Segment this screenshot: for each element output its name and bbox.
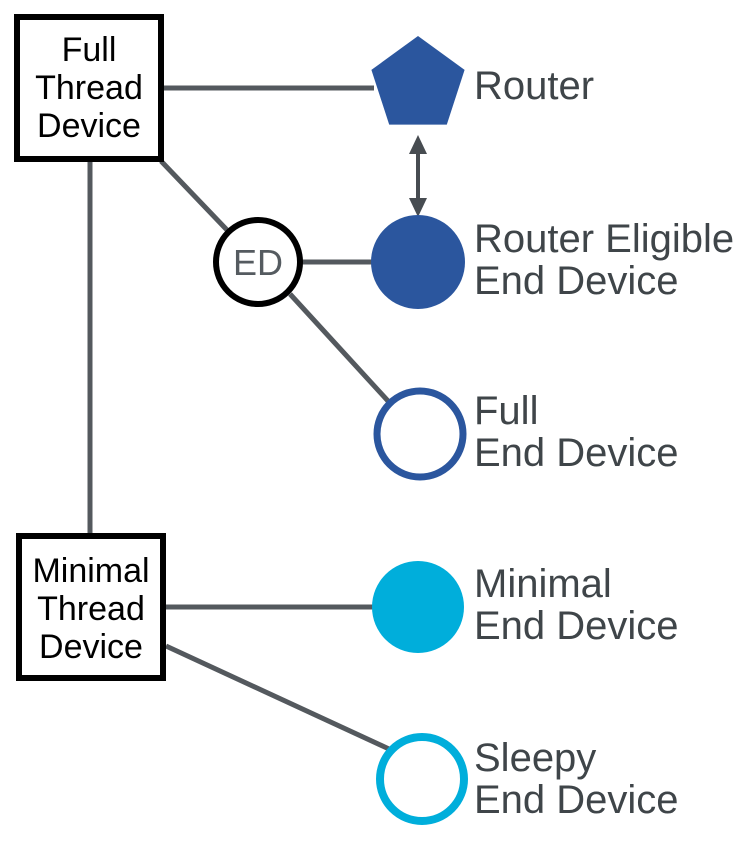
router-pentagon-icon [371, 36, 465, 125]
full-end-device-circle-icon [373, 387, 467, 481]
minimal-end-device-label-line1: Minimal [474, 562, 612, 606]
arrow-head-down [409, 198, 427, 217]
minimal-end-device-circle-icon [372, 561, 464, 653]
ed-badge-circle-icon [213, 217, 303, 307]
connector-ed-badge-to-fed [288, 292, 390, 403]
connector-lines [87, 85, 391, 752]
router-eligible-end-device-circle-icon [371, 215, 465, 309]
full-thread-device-label-line3: Device [37, 107, 141, 145]
minimal-thread-device-label-line3: Device [39, 628, 143, 666]
connector-ftd-to-ed-badge [159, 159, 229, 232]
minimal-thread-device-label-line2: Thread [37, 590, 145, 628]
full-thread-device-box [14, 14, 164, 162]
minimal-end-device-label-line2: End Device [474, 604, 679, 648]
router-eligible-end-device-label-line2: End Device [474, 259, 679, 303]
router-label: Router [474, 64, 594, 108]
minimal-thread-device-label-line1: Minimal [32, 552, 149, 590]
connector-mtd-to-sed [164, 643, 391, 752]
minimal-thread-device-box [16, 533, 166, 681]
router-eligible-end-device-label-line1: Router Eligible [474, 217, 734, 261]
full-thread-device-label-line2: Thread [35, 69, 143, 107]
ed-badge-label: ED [233, 242, 283, 283]
bidirectional-arrow-icon [409, 135, 427, 217]
full-thread-device-label-line1: Full [62, 31, 117, 69]
sleepy-end-device-label-line2: End Device [474, 778, 679, 822]
arrow-head-up [409, 135, 427, 154]
sleepy-end-device-circle-icon [376, 733, 468, 825]
full-end-device-label-line1: Full [474, 389, 538, 433]
sleepy-end-device-label-line1: Sleepy [474, 736, 596, 780]
full-end-device-label-line2: End Device [474, 431, 679, 475]
